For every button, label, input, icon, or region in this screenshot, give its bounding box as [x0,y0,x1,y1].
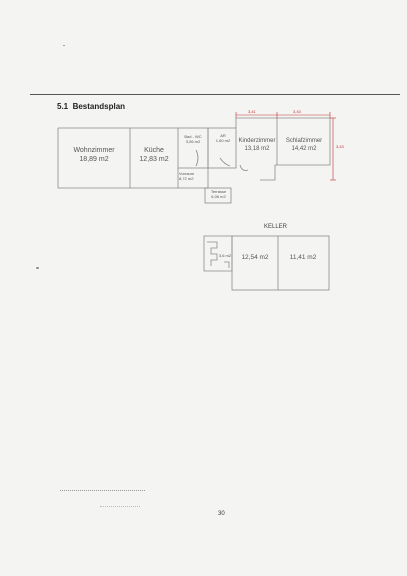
room-ar: AR 1,60 m2 [215,133,231,143]
room-name: Terrasse [210,189,227,194]
scan-noise [100,506,140,509]
section-title: Bestandsplan [72,102,126,111]
room-wohnzimmer: Wohnzimmer 18,89 m2 [60,147,128,165]
header-rule [30,94,400,95]
room-name: Bad - WC [184,134,202,139]
room-keller-1: 12,54 m2 [233,254,277,262]
room-name: Vorraum [179,171,195,176]
room-area: 13,18 m2 [244,145,270,152]
room-schlafzimmer: Schlafzimmer 14,42 m2 [279,138,329,153]
room-keller-2: 11,41 m2 [279,254,327,262]
room-kinderzimmer: Kinderzimmer 13,18 m2 [235,138,279,153]
room-area: 8,72 m2 [179,176,194,181]
room-name: Wohnzimmer [73,147,115,154]
room-area: 18,89 m2 [79,155,109,163]
room-name: AR [220,133,226,138]
room-keller-small: 3,6 m2 [218,253,232,258]
room-kueche: Küche 12,83 m2 [132,147,176,165]
room-area: 3,06 m2 [185,139,201,144]
basement-title: KELLER [264,224,288,230]
dimension-top-left: 3,41 [248,109,256,114]
room-bad-wc: Bad - WC 3,06 m2 [179,134,207,144]
room-area: 12,83 m2 [139,155,169,163]
room-area: 1,60 m2 [215,138,231,143]
scan-speck [36,267,39,269]
room-name: Schlafzimmer [285,138,323,144]
room-area: 14,42 m2 [291,145,317,152]
scan-speck [63,45,65,46]
section-heading: 5.1 Bestandsplan [57,102,125,111]
scan-noise [60,490,145,493]
room-vorraum: Vorraum 8,72 m2 [179,171,207,181]
room-terrasse: Terrasse 6,06 m2 [205,189,232,199]
dimension-right: 3,43 [336,144,344,149]
section-number: 5.1 [57,102,69,111]
room-area: 3,6 m2 [218,253,232,258]
room-name: Küche [144,147,164,154]
room-area: 11,41 m2 [289,254,317,261]
room-name: Kinderzimmer [238,138,276,144]
dimension-top-right: 3,43 [293,109,301,114]
room-area: 6,06 m2 [211,194,226,199]
page-number: 30 [218,511,225,517]
room-area: 12,54 m2 [241,254,269,261]
